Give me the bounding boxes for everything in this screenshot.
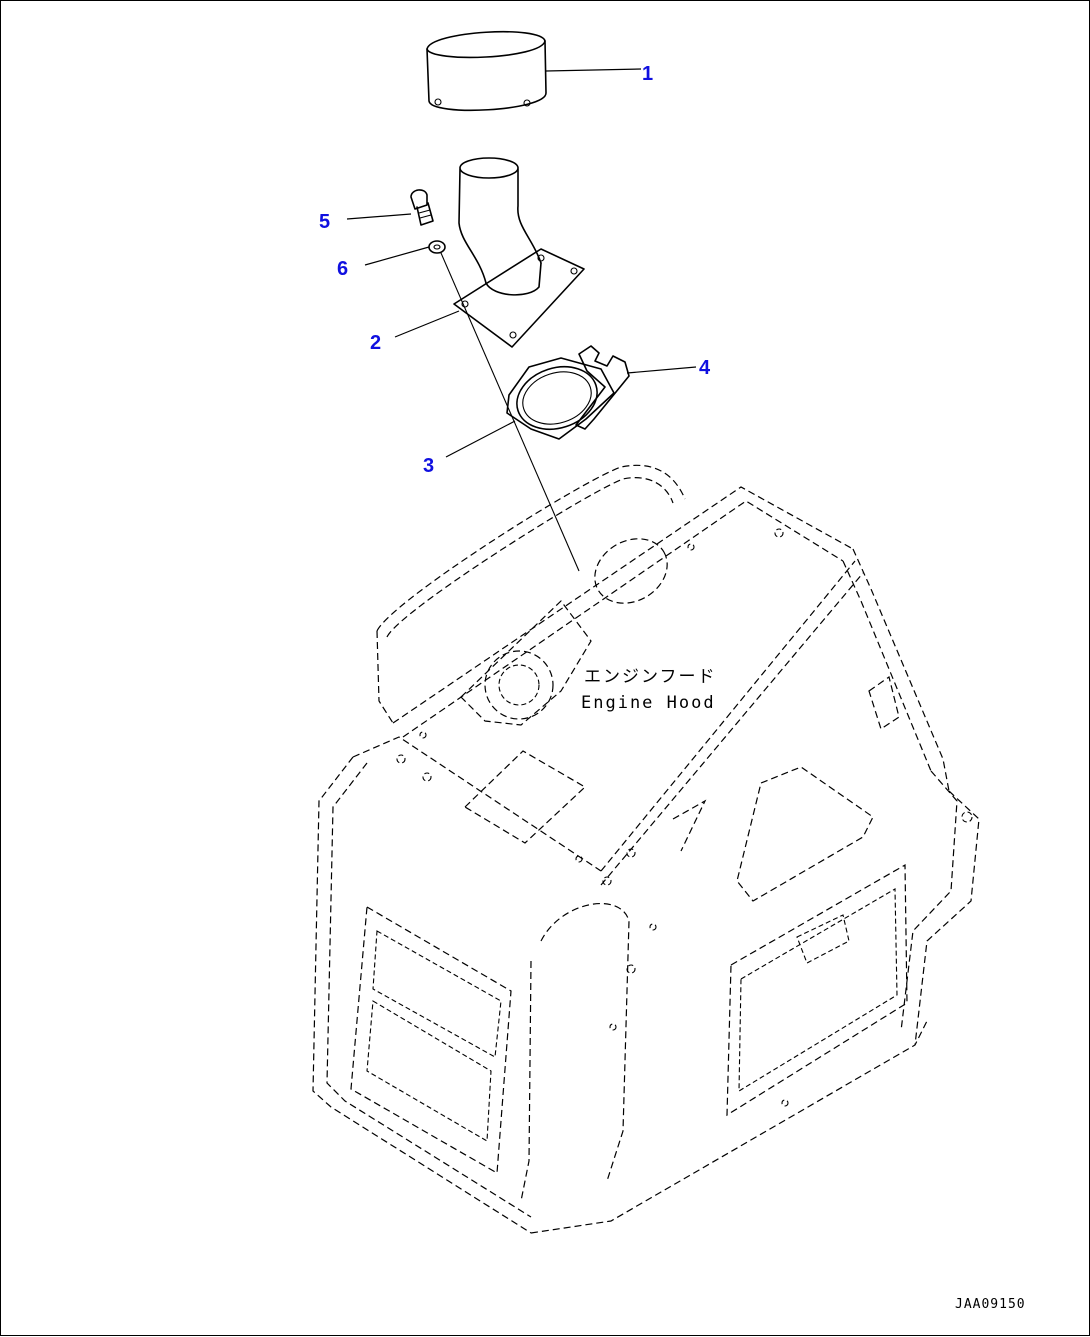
drawing-code: JAA09150 (955, 1297, 1026, 1312)
bracket-plate-part (575, 345, 630, 430)
leader-lines (346, 68, 697, 458)
callout-6: 6 (337, 258, 348, 280)
assembly-centerline (440, 252, 580, 572)
engine-hood-label-en: Engine Hood (581, 693, 716, 713)
engine-hood-outline (312, 464, 980, 1234)
exhaust-pipe-part (453, 157, 585, 348)
callout-4: 4 (699, 357, 711, 379)
washer-part (428, 240, 446, 254)
rain-cap-part (426, 30, 547, 112)
callout-2: 2 (370, 332, 381, 354)
callout-1: 1 (642, 63, 653, 85)
engine-hood-label-jp: エンジンフード (584, 667, 717, 687)
callout-5: 5 (319, 211, 330, 233)
gasket-part (506, 357, 615, 440)
callout-3: 3 (423, 455, 434, 477)
bolt-part (410, 189, 434, 226)
